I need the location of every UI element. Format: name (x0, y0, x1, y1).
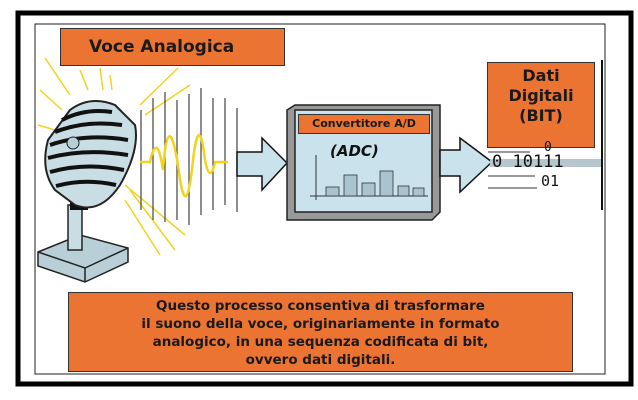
description-box: Questo processo consentiva di trasformar… (68, 292, 573, 372)
description-line: Questo processo consentiva di trasformar… (156, 298, 485, 314)
digital-line2: Digitali (508, 86, 574, 105)
bit-bottom: 01 (541, 172, 560, 190)
digital-line3: (BIT) (519, 106, 563, 125)
description-line: ovvero dati digitali. (245, 352, 396, 368)
analog-waveform (140, 134, 228, 198)
description-line: analogico, in una sequenza codificata di… (152, 334, 489, 350)
inner-border (34, 23, 606, 375)
description-line: il suono della voce, originariamente in … (141, 316, 500, 332)
adc-label: (ADC) (330, 142, 379, 160)
digital-line1: Dati (522, 66, 560, 85)
sound-wave-lines (140, 88, 238, 225)
bit-stream-bar (490, 159, 602, 167)
analog-voice-label: Voce Analogica (60, 28, 285, 66)
converter-label: Convertitore A/D (298, 114, 430, 134)
bit-main: 0 10111 (492, 152, 564, 172)
bit-top: 0 (544, 140, 552, 155)
outer-border (15, 10, 634, 387)
arrow-right-icon (439, 136, 494, 194)
digital-data-label: Dati Digitali (BIT) (487, 62, 595, 148)
arrow-right-icon (236, 136, 289, 192)
microphone-icon (37, 100, 137, 283)
